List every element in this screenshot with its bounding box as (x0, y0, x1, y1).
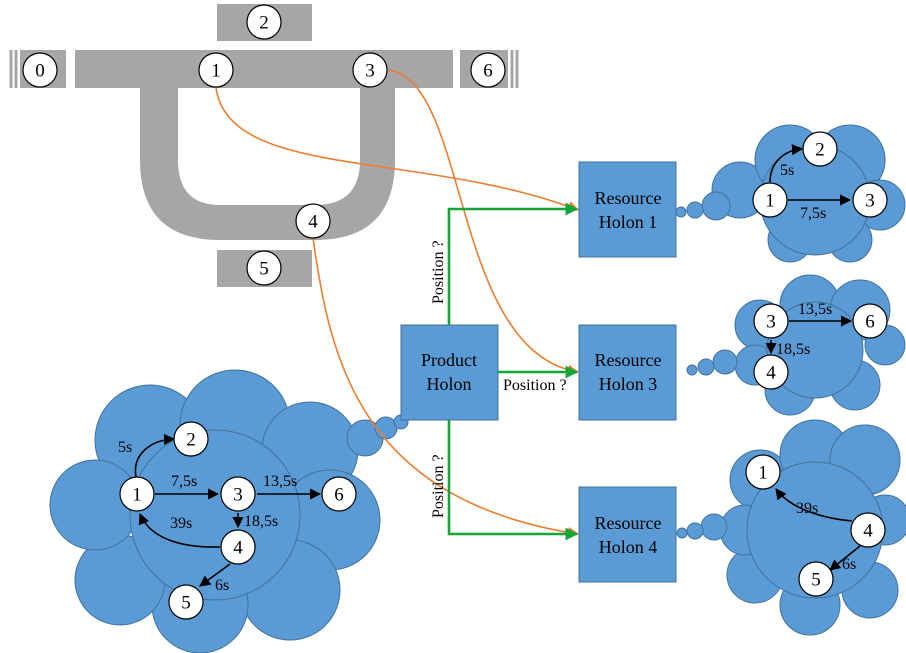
track-node-0: 0 (22, 52, 58, 88)
orange-line-node1-to-resource1 (215, 87, 580, 212)
position-arrow-to-resource1 (447, 202, 579, 325)
position-label-down: Position ? (430, 454, 447, 518)
orange-line-node4-to-resource4 (312, 237, 580, 538)
track-node-2: 2 (246, 4, 282, 40)
r1-node-2: 2 (802, 131, 838, 167)
r4-node-1: 1 (745, 454, 781, 490)
r4-node-4: 4 (850, 512, 886, 548)
track-loop (140, 88, 395, 240)
product-graph: 5s 7,5s 13,5s 18,5s 39s 6s 1 2 3 4 6 5 (118, 421, 357, 620)
svg-text:6: 6 (865, 312, 875, 333)
svg-text:1: 1 (758, 463, 768, 484)
resource-holon-4-line2: Holon 4 (599, 537, 658, 557)
r3-edge-label-13-5s: 13,5s (798, 301, 832, 318)
r4-node-5: 5 (798, 561, 834, 597)
r4-edge-label-39s: 39s (796, 500, 818, 517)
product-edge-label-6s: 6s (215, 577, 229, 594)
r1-node-1: 1 (752, 182, 788, 218)
svg-text:1: 1 (132, 485, 142, 506)
orange-line-node3-to-resource3 (387, 69, 580, 376)
svg-text:3: 3 (365, 61, 375, 82)
product-edge-4-1 (138, 512, 221, 548)
svg-text:5: 5 (811, 570, 821, 591)
svg-text:6: 6 (483, 61, 493, 82)
product-node-6: 6 (321, 476, 357, 512)
r1-node-3: 3 (852, 182, 888, 218)
product-node-2: 2 (173, 421, 209, 457)
resource-holon-3-box: Resource Holon 3 (578, 324, 677, 421)
resource-holon-1-line1: Resource (595, 188, 662, 208)
track-segment-main (75, 50, 453, 88)
product-edge-label-7-5s: 7,5s (171, 473, 197, 490)
r3-node-6: 6 (852, 303, 888, 339)
svg-text:1: 1 (765, 191, 775, 212)
svg-text:2: 2 (815, 140, 825, 161)
svg-text:6: 6 (334, 485, 344, 506)
r3-node-4: 4 (753, 354, 789, 390)
r4-edge-label-6s: 6s (842, 556, 856, 573)
svg-text:4: 4 (308, 212, 318, 233)
resource-holon-4-line1: Resource (595, 513, 662, 533)
svg-text:1: 1 (211, 61, 221, 82)
svg-text:5: 5 (259, 259, 269, 280)
r1-edge-1-2 (769, 144, 804, 183)
position-label-up: Position ? (430, 240, 447, 304)
track-node-5: 5 (246, 250, 282, 286)
r1-edge-label-7-5s: 7,5s (800, 205, 826, 222)
product-edge-label-18-5s: 18,5s (244, 513, 278, 530)
track-node-3: 3 (352, 52, 388, 88)
position-label-right: Position ? (503, 377, 567, 394)
track-node-6: 6 (470, 52, 506, 88)
svg-text:3: 3 (766, 312, 776, 333)
svg-text:3: 3 (865, 191, 875, 212)
resource1-graph: 5s 7,5s 1 2 3 (752, 131, 888, 222)
product-holon-line1: Product (421, 350, 477, 370)
product-holon-box: Product Holon (400, 324, 499, 421)
r3-node-3: 3 (753, 303, 789, 339)
product-node-4: 4 (220, 529, 256, 565)
r4-edge-4-1 (775, 488, 853, 522)
svg-text:4: 4 (863, 521, 873, 542)
product-edge-label-5s: 5s (118, 439, 132, 456)
product-holon-line2: Holon (427, 374, 472, 394)
resource-holon-1-line2: Holon 1 (599, 212, 658, 232)
svg-text:3: 3 (233, 485, 243, 506)
product-edge-1-2 (134, 433, 176, 478)
resource-holon-3-line2: Holon 3 (599, 374, 658, 394)
resource-holon-1-box: Resource Holon 1 (578, 161, 677, 258)
svg-text:5: 5 (181, 593, 191, 614)
svg-text:4: 4 (233, 538, 243, 559)
svg-text:4: 4 (766, 363, 776, 384)
product-edge-label-39s: 39s (170, 515, 192, 532)
svg-text:0: 0 (35, 61, 45, 82)
product-edge-label-13-5s: 13,5s (263, 473, 297, 490)
resource-holon-4-box: Resource Holon 4 (578, 486, 677, 583)
svg-text:2: 2 (186, 430, 196, 451)
r4-edge-4-5 (829, 545, 861, 571)
position-arrow-to-resource4 (447, 420, 579, 541)
cloud-product (49, 369, 409, 653)
track-node-1: 1 (198, 52, 234, 88)
product-node-3: 3 (220, 476, 256, 512)
resource-holon-3-line1: Resource (595, 350, 662, 370)
product-node-1: 1 (119, 476, 155, 512)
r1-edge-label-5s: 5s (780, 162, 794, 179)
product-node-5: 5 (168, 584, 204, 620)
svg-text:2: 2 (259, 13, 269, 34)
r3-edge-label-18-5s: 18,5s (776, 341, 810, 358)
resource4-graph: 39s 6s 1 4 5 (745, 454, 886, 597)
product-edge-4-5 (199, 563, 231, 587)
track-node-4: 4 (295, 203, 331, 239)
resource3-graph: 13,5s 18,5s 3 6 4 (753, 301, 888, 390)
